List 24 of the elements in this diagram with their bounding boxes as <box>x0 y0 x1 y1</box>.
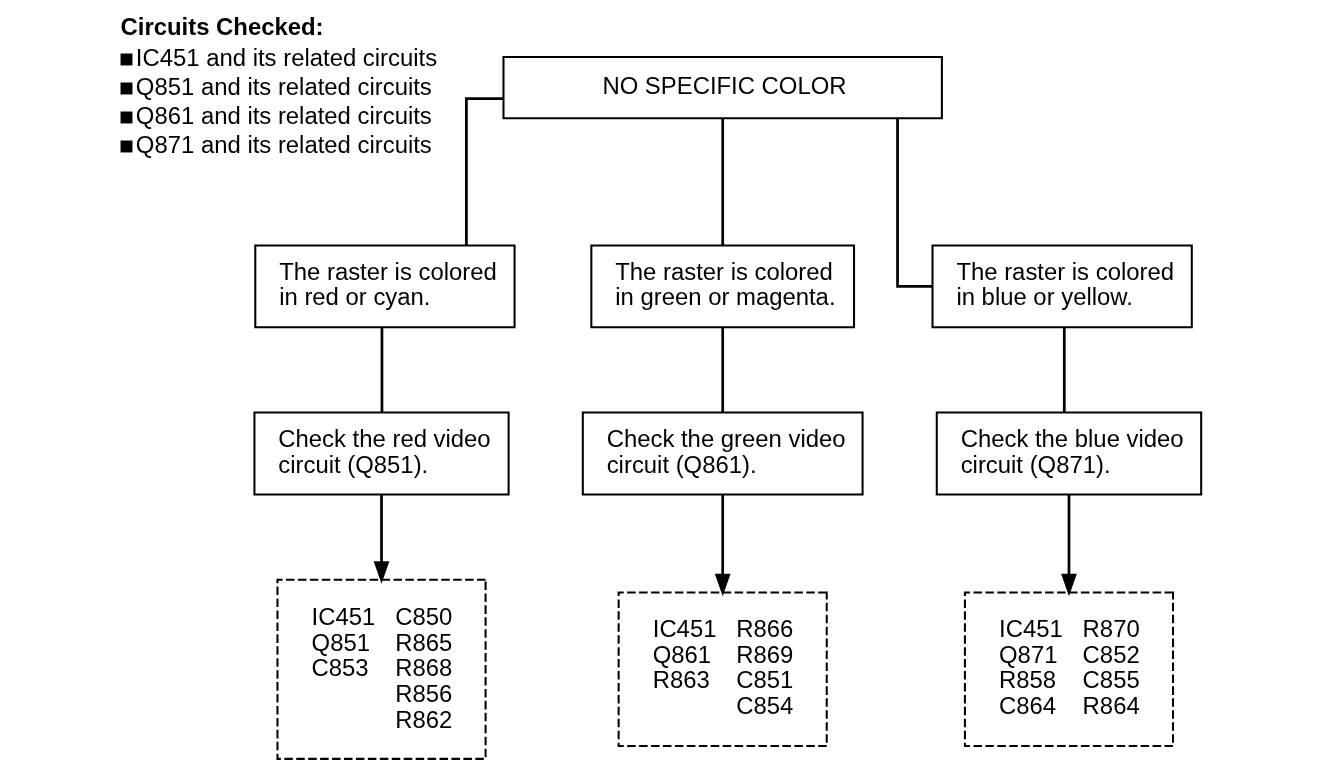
connector <box>720 118 724 246</box>
arrow <box>373 494 389 584</box>
connector <box>1062 327 1066 413</box>
label: IC451 and its related circuits <box>135 43 437 71</box>
arrow <box>1060 494 1077 597</box>
node-box: IC451 Q861 R863 R866 R869 C851 C854 <box>617 591 828 748</box>
node-box: IC451 Q871 R858 C864 R870 C852 C855 R864 <box>963 591 1174 748</box>
connector <box>464 97 503 246</box>
label: Q871 and its related circuits <box>135 130 432 158</box>
connector <box>380 327 383 413</box>
node-box: Check the red video circuit (Q851). <box>252 411 510 496</box>
label: Q851 and its related circuits <box>135 72 432 100</box>
node-box: Check the blue video circuit (Q871). <box>935 411 1202 496</box>
node-box: NO SPECIFIC COLOR <box>501 55 943 120</box>
node-box: IC451 Q851 C853 C850 R865 R868 R856 R862 <box>275 578 487 760</box>
node-box: The raster is colored in blue or yellow. <box>931 244 1193 329</box>
connector <box>720 327 724 413</box>
label: Q861 and its related circuits <box>135 101 432 129</box>
node-box: The raster is colored in red or cyan. <box>253 244 516 329</box>
node-box: The raster is colored in green or magenta. <box>589 244 855 329</box>
label: Circuits Checked: <box>120 13 324 41</box>
node-box: Check the green video circuit (Q861). <box>581 411 864 496</box>
connector <box>895 118 932 288</box>
arrow <box>714 494 731 597</box>
